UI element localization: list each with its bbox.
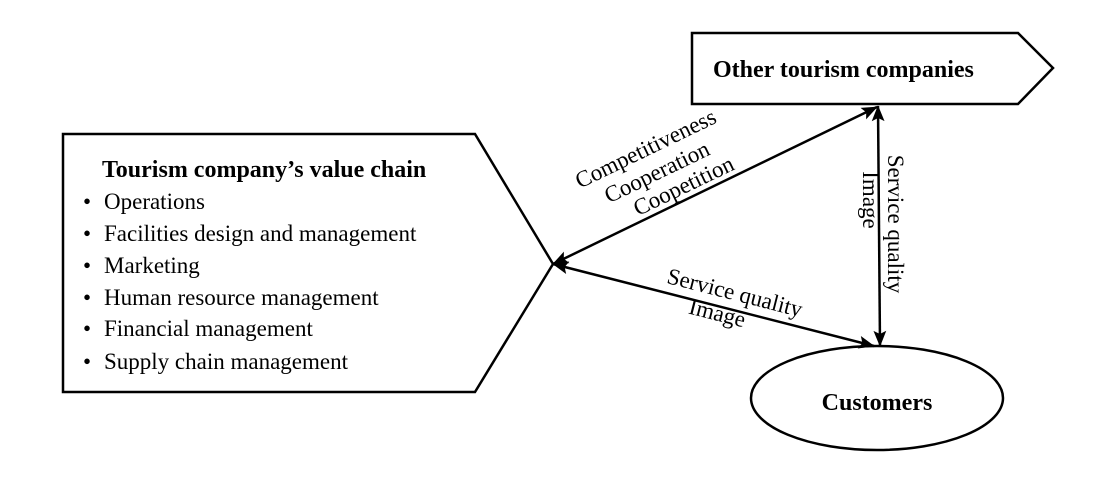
value-chain-title: Tourism company’s value chain [102,157,426,183]
value-chain-node: Tourism company’s value chain • Operatio… [61,132,555,394]
double-arrow-icon [552,261,875,349]
double-arrow-icon [871,105,887,347]
value-chain-shape [61,132,555,394]
bullet-icon: • [83,253,91,278]
bullet-icon: • [83,285,91,310]
other-companies-label: Other tourism companies [713,57,974,83]
double-arrow-icon [552,105,878,266]
bullet-icon: • [83,189,91,214]
edge-company-customers: Service quality Image [552,261,875,349]
edge-others-customers: Service quality Image [858,105,908,347]
value-chain-item: Operations [104,189,205,214]
value-chain-item: Facilities design and management [104,221,417,246]
edge-label: Image [858,171,883,228]
bullet-icon: • [83,316,91,341]
edge-company-others: Competitiveness Cooperation Coopetition [552,104,878,266]
bullet-icon: • [83,221,91,246]
value-chain-item: Supply chain management [104,349,349,374]
value-chain-item: Human resource management [104,285,379,310]
edge-label: Service quality [883,155,908,294]
customers-label: Customers [822,390,933,416]
bullet-icon: • [83,349,91,374]
customers-node: Customers [749,344,1005,452]
value-chain-item: Marketing [104,253,200,278]
other-companies-shape [690,31,1055,106]
value-chain-item: Financial management [104,316,313,341]
other-companies-node: Other tourism companies [690,31,1055,106]
value-chain-items: • Operations • Facilities design and man… [83,189,417,374]
